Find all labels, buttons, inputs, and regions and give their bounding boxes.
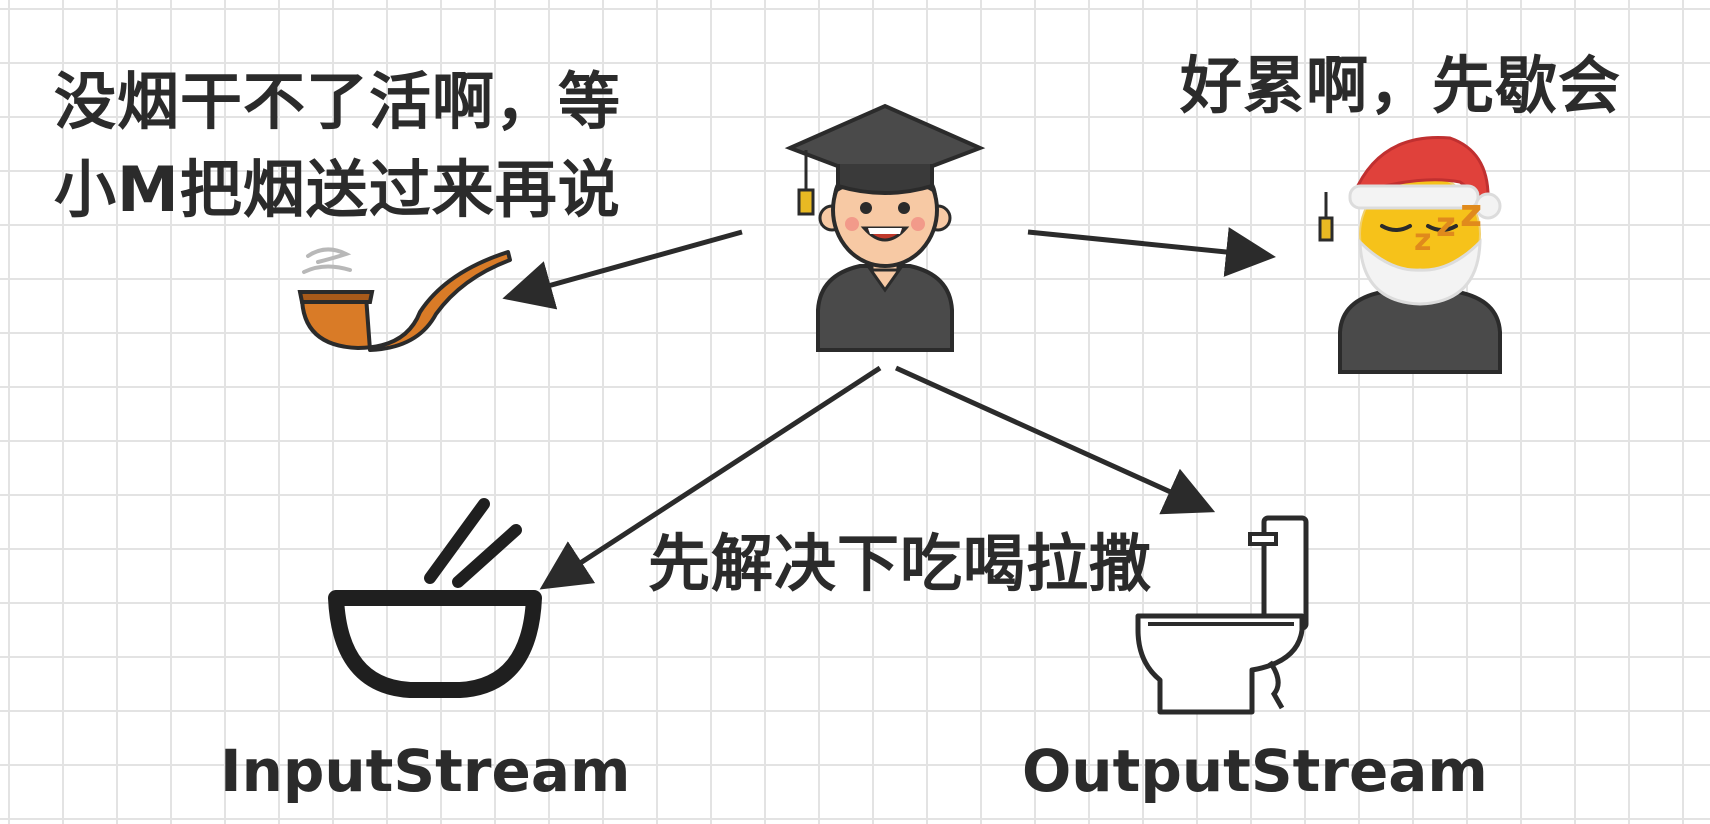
eat-thought-label: 先解决下吃喝拉撒: [648, 527, 1153, 600]
toilet-icon: [1135, 515, 1309, 715]
arrow-to-sleeping: [1027, 227, 1276, 277]
arrow-to-output-stream: [894, 365, 1216, 515]
arrow-to-pipe: [502, 229, 743, 310]
graduate-student-icon: [784, 103, 986, 352]
rest-thought-label: 好累啊，先歇会: [1180, 49, 1622, 122]
arrow-to-input-stream: [539, 365, 882, 590]
smoking-pipe-icon: [297, 247, 512, 352]
pipe-thought-label: 没烟干不了活啊，等 小M把烟送过来再说: [54, 65, 622, 226]
input-stream-caption: InputStream: [220, 737, 631, 805]
svg-text:z: z: [1460, 191, 1482, 235]
output-stream-caption: OutputStream: [1022, 737, 1488, 805]
sleeping-graduate-icon: z z z: [1318, 135, 1502, 374]
svg-text:z: z: [1414, 223, 1431, 258]
svg-text:z: z: [1436, 205, 1456, 245]
bowl-with-chopsticks-icon: [328, 498, 542, 698]
